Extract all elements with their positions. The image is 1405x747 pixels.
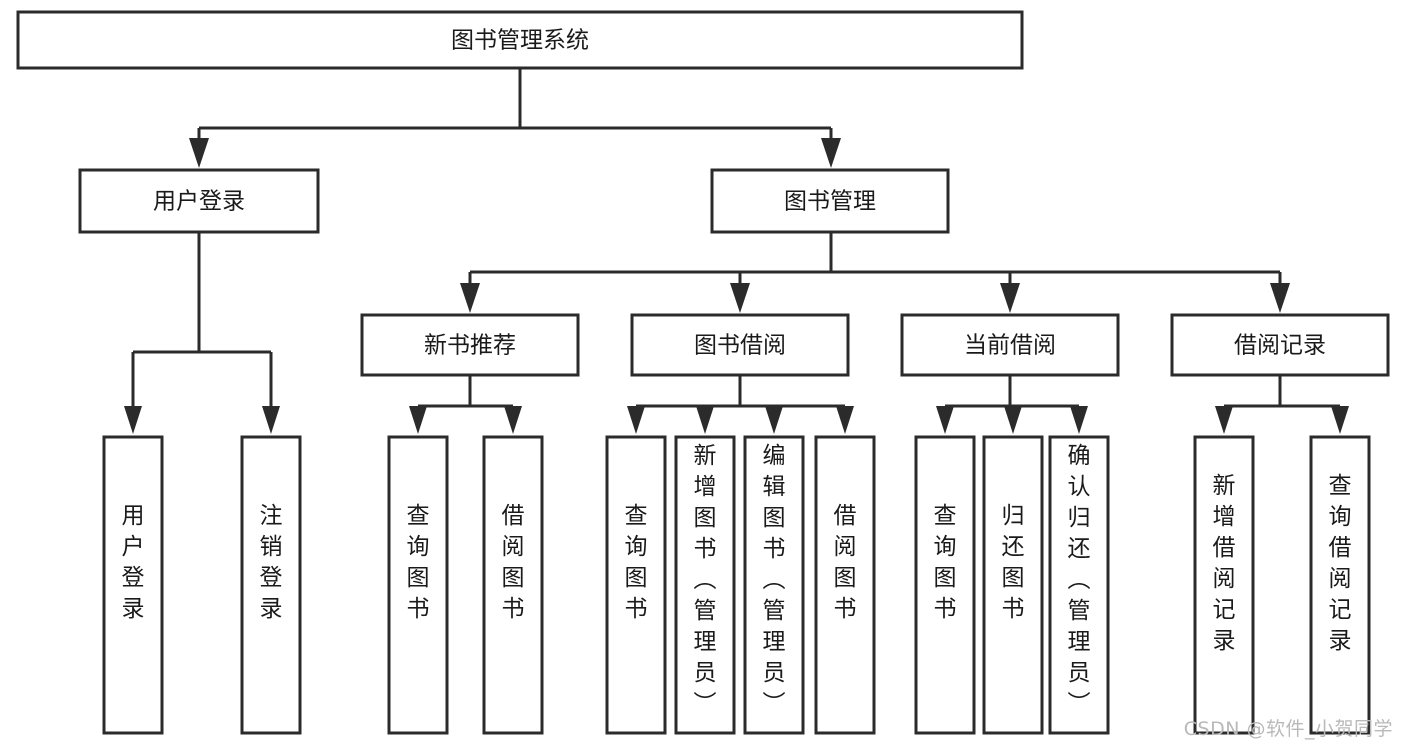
connector-group-root <box>189 68 841 168</box>
node-leaf-logout-login[interactable]: 注销登录 <box>240 435 302 735</box>
arrow-head-leaf-logout-login <box>262 406 280 434</box>
node-leaf-confirm-return[interactable]: 确认归还︵管理员︶ <box>1048 435 1110 735</box>
node-book-management-label: 图书管理 <box>784 189 876 215</box>
node-leaf-edit-book[interactable]: 编辑图书︵管理员︶ <box>743 435 805 735</box>
node-leaf-user-login-box[interactable] <box>102 435 164 735</box>
node-leaf-return-book-label: 归还图书 <box>1002 503 1025 622</box>
node-leaf-user-login-label: 用户登录 <box>122 503 145 622</box>
node-leaf-query-book-2-box[interactable] <box>605 435 667 735</box>
connector-group-book-management <box>460 232 1290 313</box>
arrow-head-book-management <box>821 138 841 168</box>
node-leaf-return-book-box[interactable] <box>982 435 1044 735</box>
arrow-head-book-borrow <box>730 283 750 313</box>
node-root-box[interactable] <box>16 10 1024 70</box>
node-user-login-box[interactable] <box>78 168 320 234</box>
node-current-borrow-box[interactable] <box>900 313 1120 377</box>
node-root-label: 图书管理系统 <box>451 28 589 54</box>
node-leaf-query-book-2-label: 查询图书 <box>625 503 648 622</box>
node-book-borrow[interactable]: 图书借阅 <box>630 313 850 377</box>
arrow-head-leaf-query-book-3 <box>936 406 954 434</box>
node-leaf-confirm-return-label: 确认归还︵管理员︶ <box>1068 443 1091 717</box>
arrow-head-leaf-add-book <box>696 406 714 434</box>
node-leaf-borrow-book-1-box[interactable] <box>482 435 544 735</box>
arrow-head-user-login <box>189 138 209 168</box>
node-leaf-query-book-2[interactable]: 查询图书 <box>605 435 667 735</box>
connector-group-book-borrow <box>627 375 854 434</box>
node-leaf-logout-login-label: 注销登录 <box>260 503 283 622</box>
node-leaf-query-record[interactable]: 查询借阅记录 <box>1309 435 1371 735</box>
arrow-head-leaf-query-record <box>1331 406 1349 434</box>
node-leaf-borrow-book-2[interactable]: 借阅图书 <box>814 435 876 735</box>
node-leaf-query-book-1-box[interactable] <box>387 435 449 735</box>
arrow-head-leaf-return-book <box>1004 406 1022 434</box>
node-leaf-edit-book-label: 编辑图书︵管理员︶ <box>763 443 786 717</box>
node-leaf-return-book[interactable]: 归还图书 <box>982 435 1044 735</box>
node-leaf-query-book-1-label: 查询图书 <box>407 503 430 622</box>
node-leaf-borrow-book-2-label: 借阅图书 <box>834 503 857 622</box>
arrow-head-leaf-confirm-return <box>1070 406 1088 434</box>
node-current-borrow[interactable]: 当前借阅 <box>900 313 1120 377</box>
arrow-head-leaf-add-record <box>1215 406 1233 434</box>
node-leaf-confirm-return-box[interactable] <box>1048 435 1110 735</box>
node-book-management[interactable]: 图书管理 <box>710 168 950 234</box>
connector-group-borrow-record <box>1215 375 1349 434</box>
connector-group-new-book-recommend <box>409 375 522 434</box>
node-leaf-add-book-label: 新增图书︵管理员︶ <box>694 443 717 717</box>
connector-group-current-borrow <box>936 375 1088 434</box>
node-leaf-logout-login-box[interactable] <box>240 435 302 735</box>
node-leaf-edit-book-box[interactable] <box>743 435 805 735</box>
node-book-management-box[interactable] <box>710 168 950 234</box>
arrow-head-new-book-recommend <box>460 283 480 313</box>
node-root[interactable]: 图书管理系统 <box>16 10 1024 70</box>
node-borrow-record[interactable]: 借阅记录 <box>1170 313 1390 377</box>
connector-group-user-login <box>124 232 280 434</box>
node-leaf-query-record-box[interactable] <box>1309 435 1371 735</box>
node-leaf-query-record-label: 查询借阅记录 <box>1329 473 1352 654</box>
node-user-login[interactable]: 用户登录 <box>78 168 320 234</box>
node-user-login-label: 用户登录 <box>153 189 245 215</box>
arrow-head-leaf-borrow-book-1 <box>504 406 522 434</box>
csdn-watermark: CSDN @软件_小贺同学 <box>1183 718 1393 740</box>
arrow-head-leaf-query-book-2 <box>627 406 645 434</box>
node-new-book-recommend[interactable]: 新书推荐 <box>360 313 580 377</box>
node-leaf-user-login[interactable]: 用户登录 <box>102 435 164 735</box>
node-new-book-recommend-box[interactable] <box>360 313 580 377</box>
node-current-borrow-label: 当前借阅 <box>964 333 1056 359</box>
node-borrow-record-label: 借阅记录 <box>1234 333 1326 359</box>
arrow-head-leaf-query-book-1 <box>409 406 427 434</box>
arrow-head-leaf-edit-book <box>765 406 783 434</box>
node-leaf-add-record-label: 新增借阅记录 <box>1213 473 1236 654</box>
node-leaf-add-record[interactable]: 新增借阅记录 <box>1193 435 1255 735</box>
node-leaf-add-book[interactable]: 新增图书︵管理员︶ <box>674 435 736 735</box>
node-leaf-query-book-3-label: 查询图书 <box>934 503 957 622</box>
node-leaf-query-book-1[interactable]: 查询图书 <box>387 435 449 735</box>
node-leaf-query-book-3-box[interactable] <box>914 435 976 735</box>
node-leaf-add-book-box[interactable] <box>674 435 736 735</box>
node-leaf-add-record-box[interactable] <box>1193 435 1255 735</box>
node-book-borrow-box[interactable] <box>630 313 850 377</box>
arrow-head-leaf-user-login <box>124 406 142 434</box>
node-leaf-borrow-book-2-box[interactable] <box>814 435 876 735</box>
node-new-book-recommend-label: 新书推荐 <box>424 333 516 359</box>
arrow-head-borrow-record <box>1270 283 1290 313</box>
node-leaf-borrow-book-1-label: 借阅图书 <box>502 503 525 622</box>
node-book-borrow-label: 图书借阅 <box>694 333 786 359</box>
arrow-head-leaf-borrow-book-2 <box>836 406 854 434</box>
node-leaf-borrow-book-1[interactable]: 借阅图书 <box>482 435 544 735</box>
node-leaf-query-book-3[interactable]: 查询图书 <box>914 435 976 735</box>
node-borrow-record-box[interactable] <box>1170 313 1390 377</box>
arrow-head-current-borrow <box>1000 283 1020 313</box>
